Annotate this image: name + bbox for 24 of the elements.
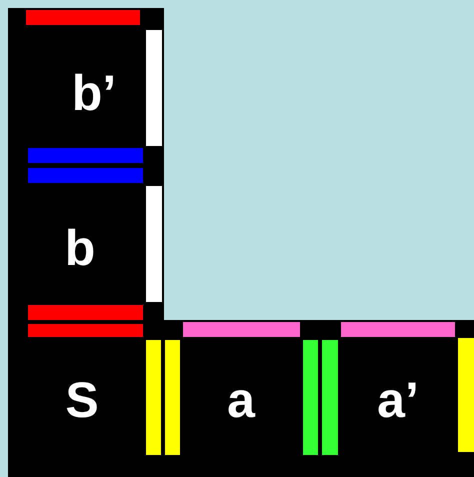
tile <box>8 165 164 321</box>
glue-bar <box>322 340 338 455</box>
glue-bar <box>26 10 140 25</box>
tile-label: b’ <box>72 68 116 118</box>
glue-bar <box>28 305 143 320</box>
glue-bar <box>28 148 143 163</box>
tile <box>8 8 164 166</box>
tile-label: S <box>65 375 99 425</box>
glue-bar <box>146 186 162 302</box>
glue-bar <box>28 168 143 183</box>
glue-bar <box>165 340 180 455</box>
glue-bar <box>341 322 455 337</box>
tile-label: a’ <box>377 375 419 425</box>
glue-bar <box>458 338 474 452</box>
tile-label: a <box>227 375 255 425</box>
tile-label: b <box>64 223 96 273</box>
tile <box>318 320 474 477</box>
glue-bar <box>146 340 161 455</box>
glue-bar <box>183 322 300 337</box>
glue-bar <box>303 340 318 455</box>
tile <box>163 320 319 477</box>
glue-bar <box>28 324 143 337</box>
tile <box>8 320 164 477</box>
glue-bar <box>146 30 162 146</box>
